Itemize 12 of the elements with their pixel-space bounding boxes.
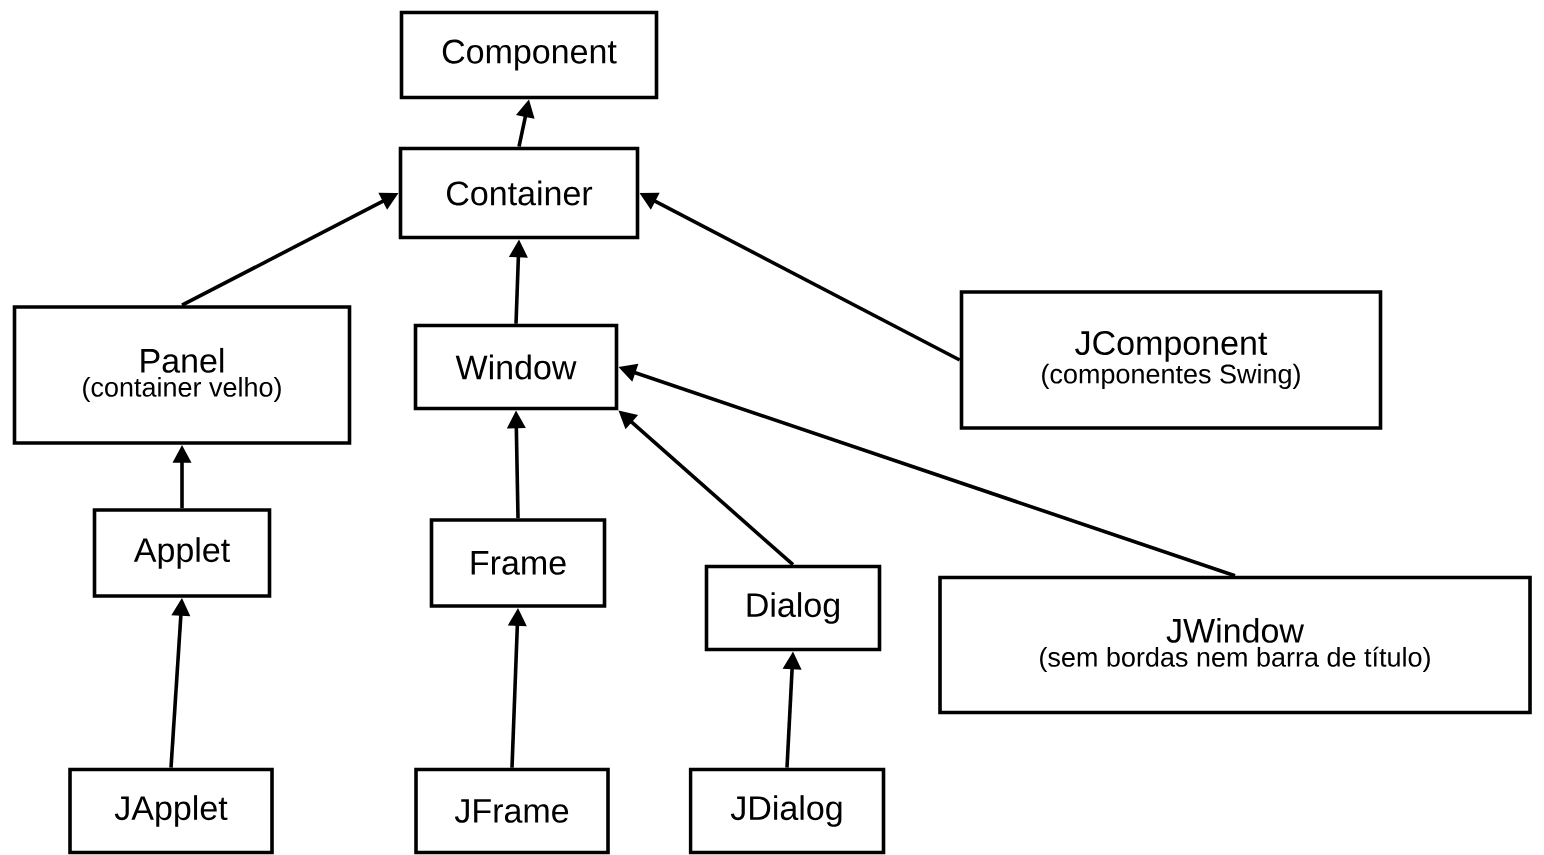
class-box: JApplet <box>68 767 274 855</box>
class-box: Window <box>413 323 619 411</box>
class-box: JDialog <box>688 767 886 855</box>
class-box: Container <box>398 146 640 240</box>
class-box: JFrame <box>414 767 610 855</box>
class-box: Dialog <box>704 564 882 652</box>
class-box: Component <box>399 10 659 100</box>
class-box: Frame <box>429 518 607 608</box>
class-box: Applet <box>92 508 272 598</box>
class-box: JWindow (sem bordas nem barra de título) <box>938 575 1532 715</box>
class-box: JComponent (componentes Swing) <box>959 290 1383 430</box>
class-box: Panel (container velho) <box>12 305 352 445</box>
